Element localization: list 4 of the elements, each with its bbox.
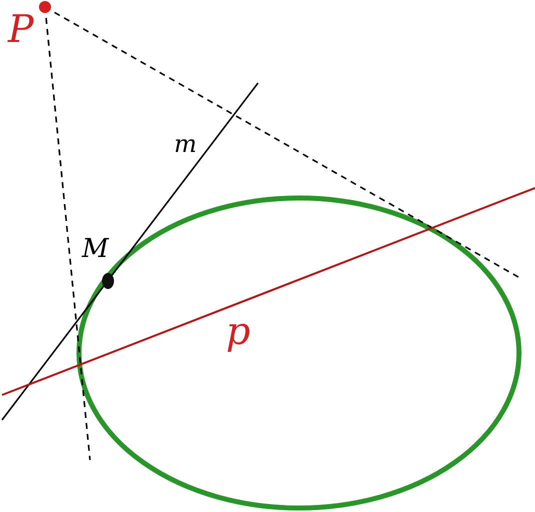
line-label: p: [226, 312, 250, 350]
line-label: m: [174, 132, 197, 156]
point-label: M: [82, 236, 109, 262]
point-label: P: [8, 10, 34, 48]
